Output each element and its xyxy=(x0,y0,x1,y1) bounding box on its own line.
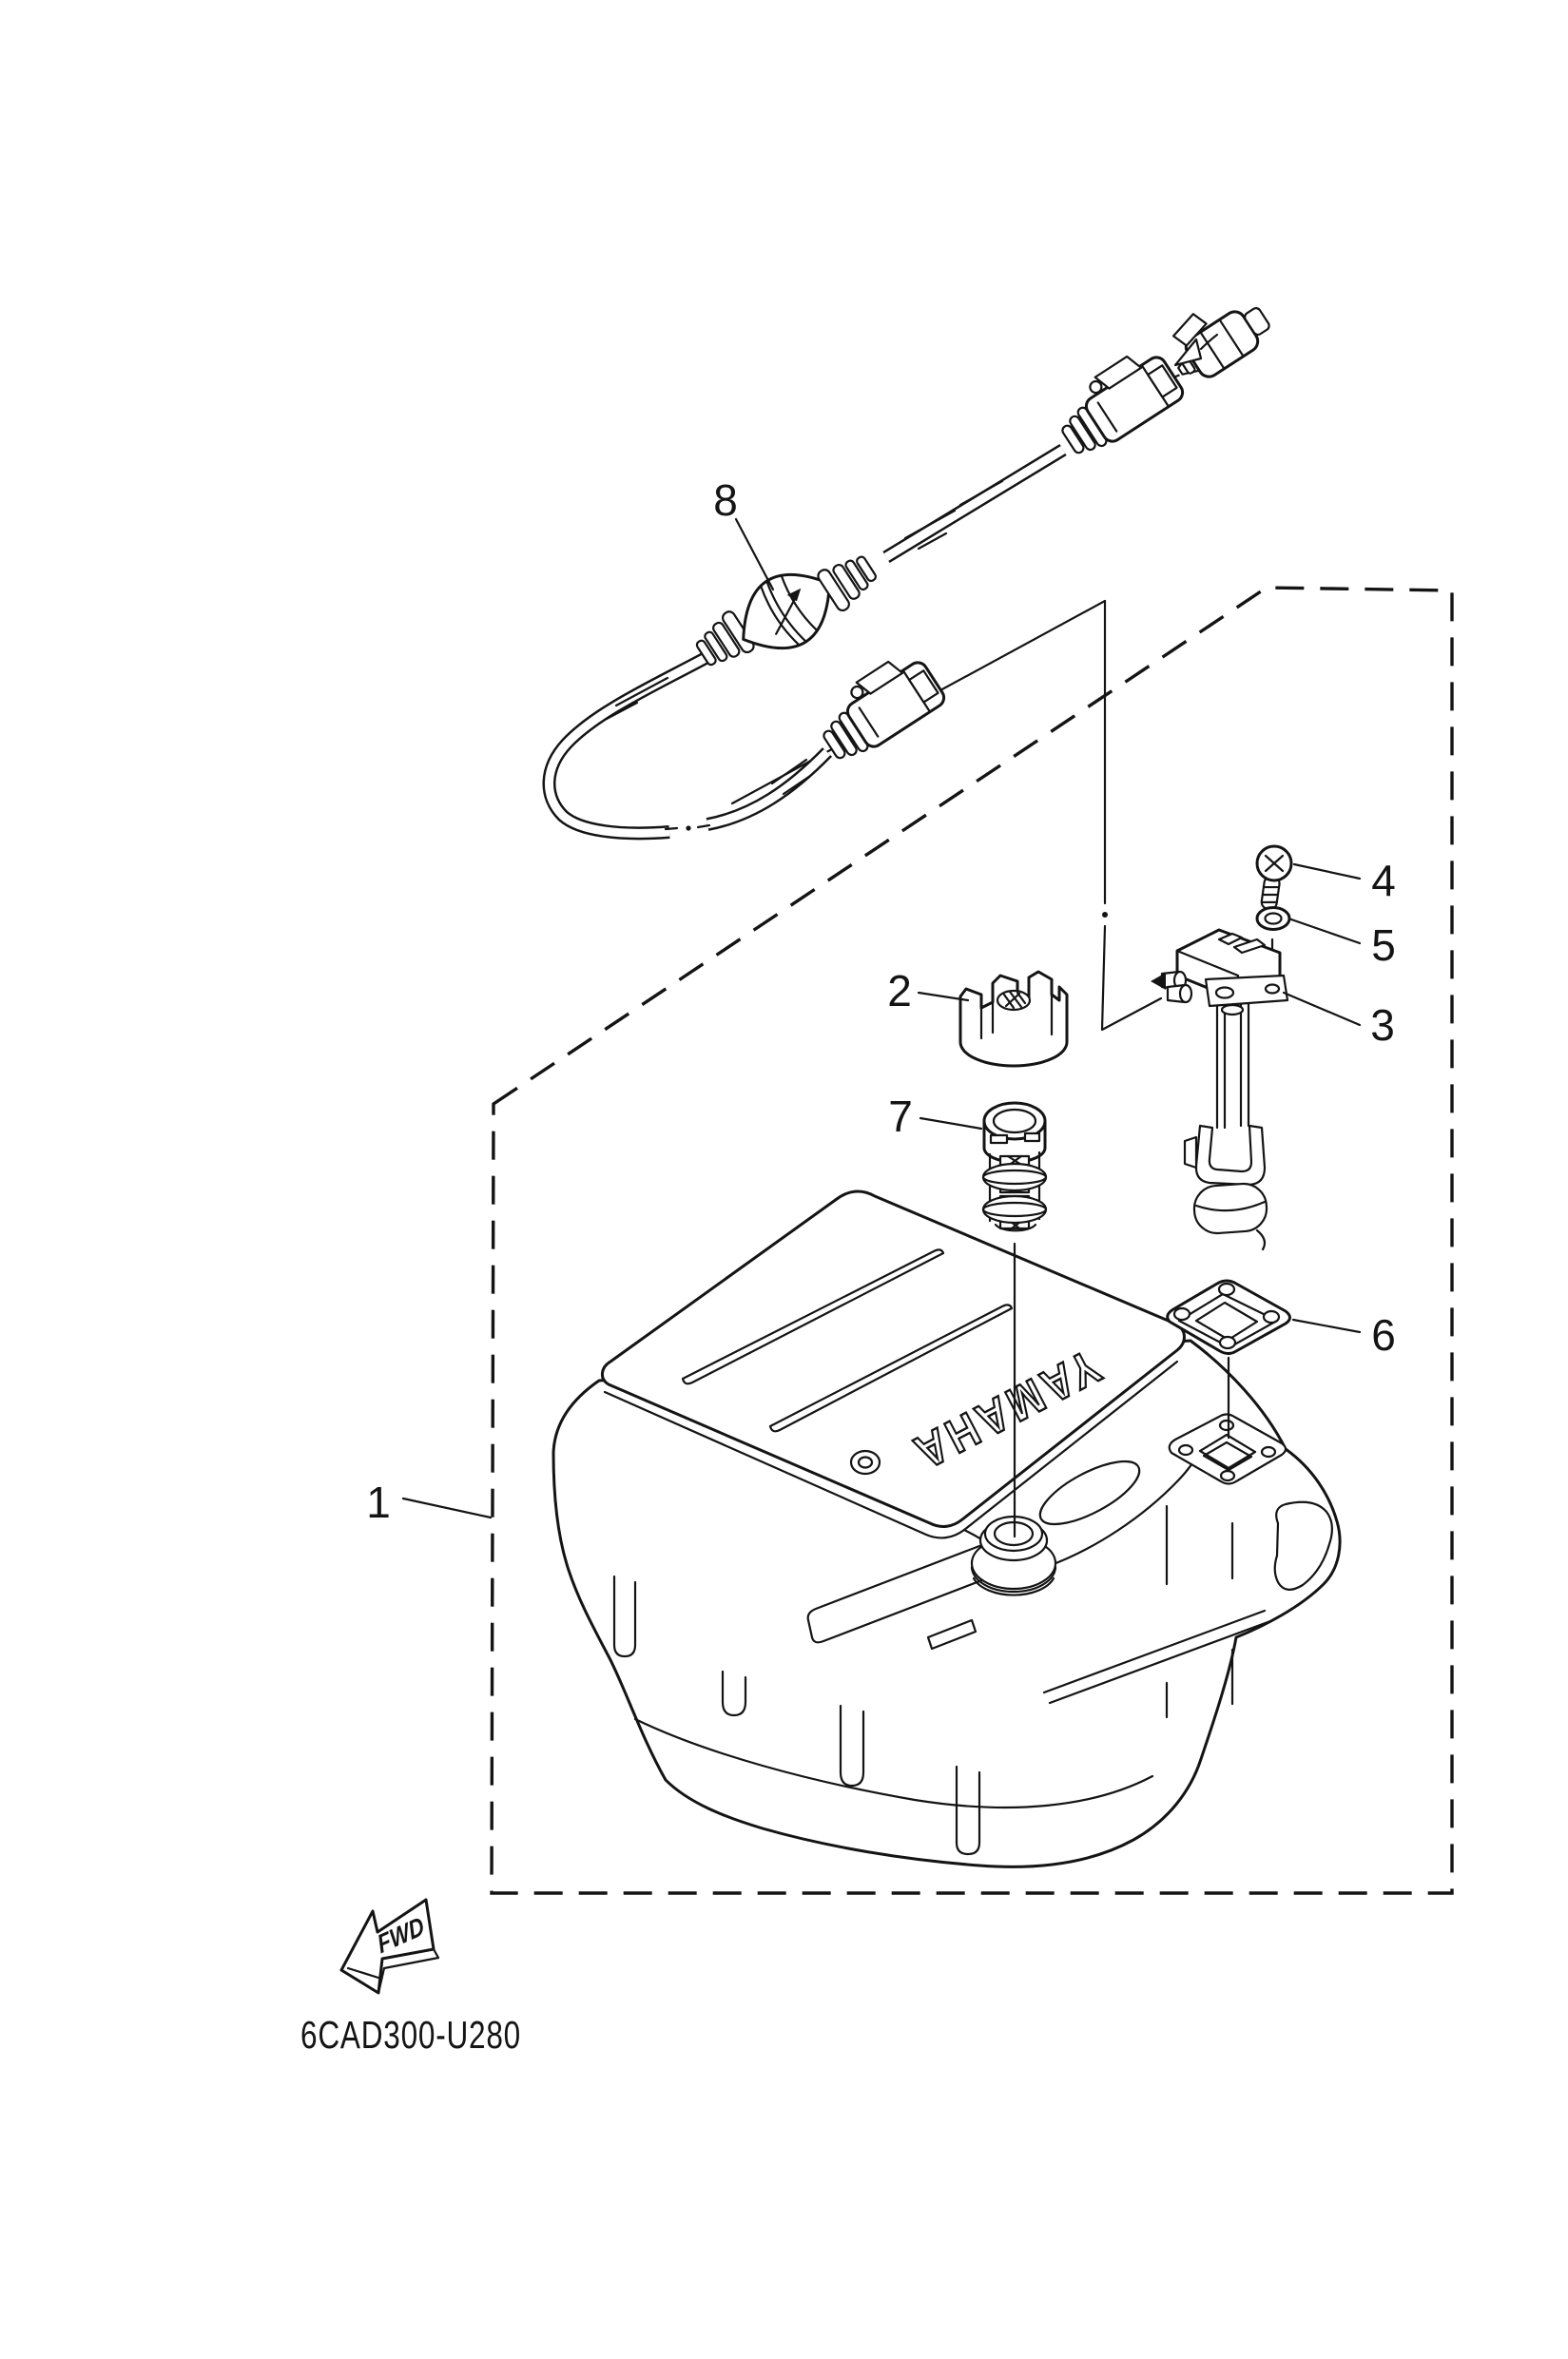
insertion-arrow-icon xyxy=(1173,333,1219,367)
washer xyxy=(1255,906,1291,931)
fwd-arrow: FWD xyxy=(339,1898,440,1995)
hose-corrugation-right xyxy=(817,555,877,612)
callout-3: 3 xyxy=(1282,991,1395,1050)
fuel-line-assembly xyxy=(542,307,1270,841)
projection-lines xyxy=(730,599,1163,1032)
callout-5: 5 xyxy=(1289,918,1396,970)
tank-feet-notches xyxy=(612,1575,981,1856)
callout-4: 4 xyxy=(1292,856,1396,905)
tank-right-face xyxy=(1042,1500,1333,1719)
callout-3-label: 3 xyxy=(1370,1000,1395,1050)
float xyxy=(1192,1182,1268,1251)
screw xyxy=(1255,844,1293,911)
fuel-filter xyxy=(981,1101,1048,1234)
callout-5-label: 5 xyxy=(1371,920,1396,970)
quick-connector-engine-side xyxy=(1061,355,1185,454)
top-recess xyxy=(1038,1460,1141,1526)
lid-ridges xyxy=(681,1248,1014,1433)
hose-accent-lines xyxy=(605,479,1004,796)
cap-collar xyxy=(958,970,1069,1068)
fuel-tank: YAMAHA xyxy=(552,1189,1342,1868)
float-clamp xyxy=(1183,1124,1267,1187)
dashed-enclosure xyxy=(490,586,1454,1895)
tank-body xyxy=(552,1339,1342,1868)
flow-arrow-icon xyxy=(775,588,802,635)
assembly-leader-lines xyxy=(1013,1242,1230,1538)
engine-fuel-fitting xyxy=(1171,307,1270,378)
callout-4-label: 4 xyxy=(1371,856,1396,905)
callouts: 1 2 3 4 5 6 7 8 xyxy=(366,475,1396,1527)
drawing-code: 6CAD300-U280 xyxy=(300,2013,521,2057)
callout-1: 1 xyxy=(366,1478,493,1527)
primer-bulb xyxy=(742,573,831,649)
sender-mount-boss xyxy=(1168,1413,1287,1485)
callout-6: 6 xyxy=(1291,1310,1396,1360)
callout-7-label: 7 xyxy=(888,1092,913,1141)
sender-terminals xyxy=(1151,970,1193,1004)
callout-2-label: 2 xyxy=(887,966,912,1015)
callout-1-label: 1 xyxy=(366,1478,391,1527)
callout-8: 8 xyxy=(713,475,775,591)
callout-6-label: 6 xyxy=(1371,1310,1396,1360)
brand-emblem-icon xyxy=(849,1449,881,1476)
callout-7: 7 xyxy=(888,1092,983,1141)
sender-tube xyxy=(1215,1002,1250,1130)
callout-2: 2 xyxy=(887,966,970,1015)
gasket xyxy=(1166,1279,1291,1355)
callout-8-label: 8 xyxy=(713,475,738,525)
fuel-sender xyxy=(1151,928,1289,1251)
filter-mesh xyxy=(981,1150,1048,1232)
tank-lid xyxy=(601,1189,1186,1528)
quick-connector-tank-side xyxy=(823,660,946,760)
